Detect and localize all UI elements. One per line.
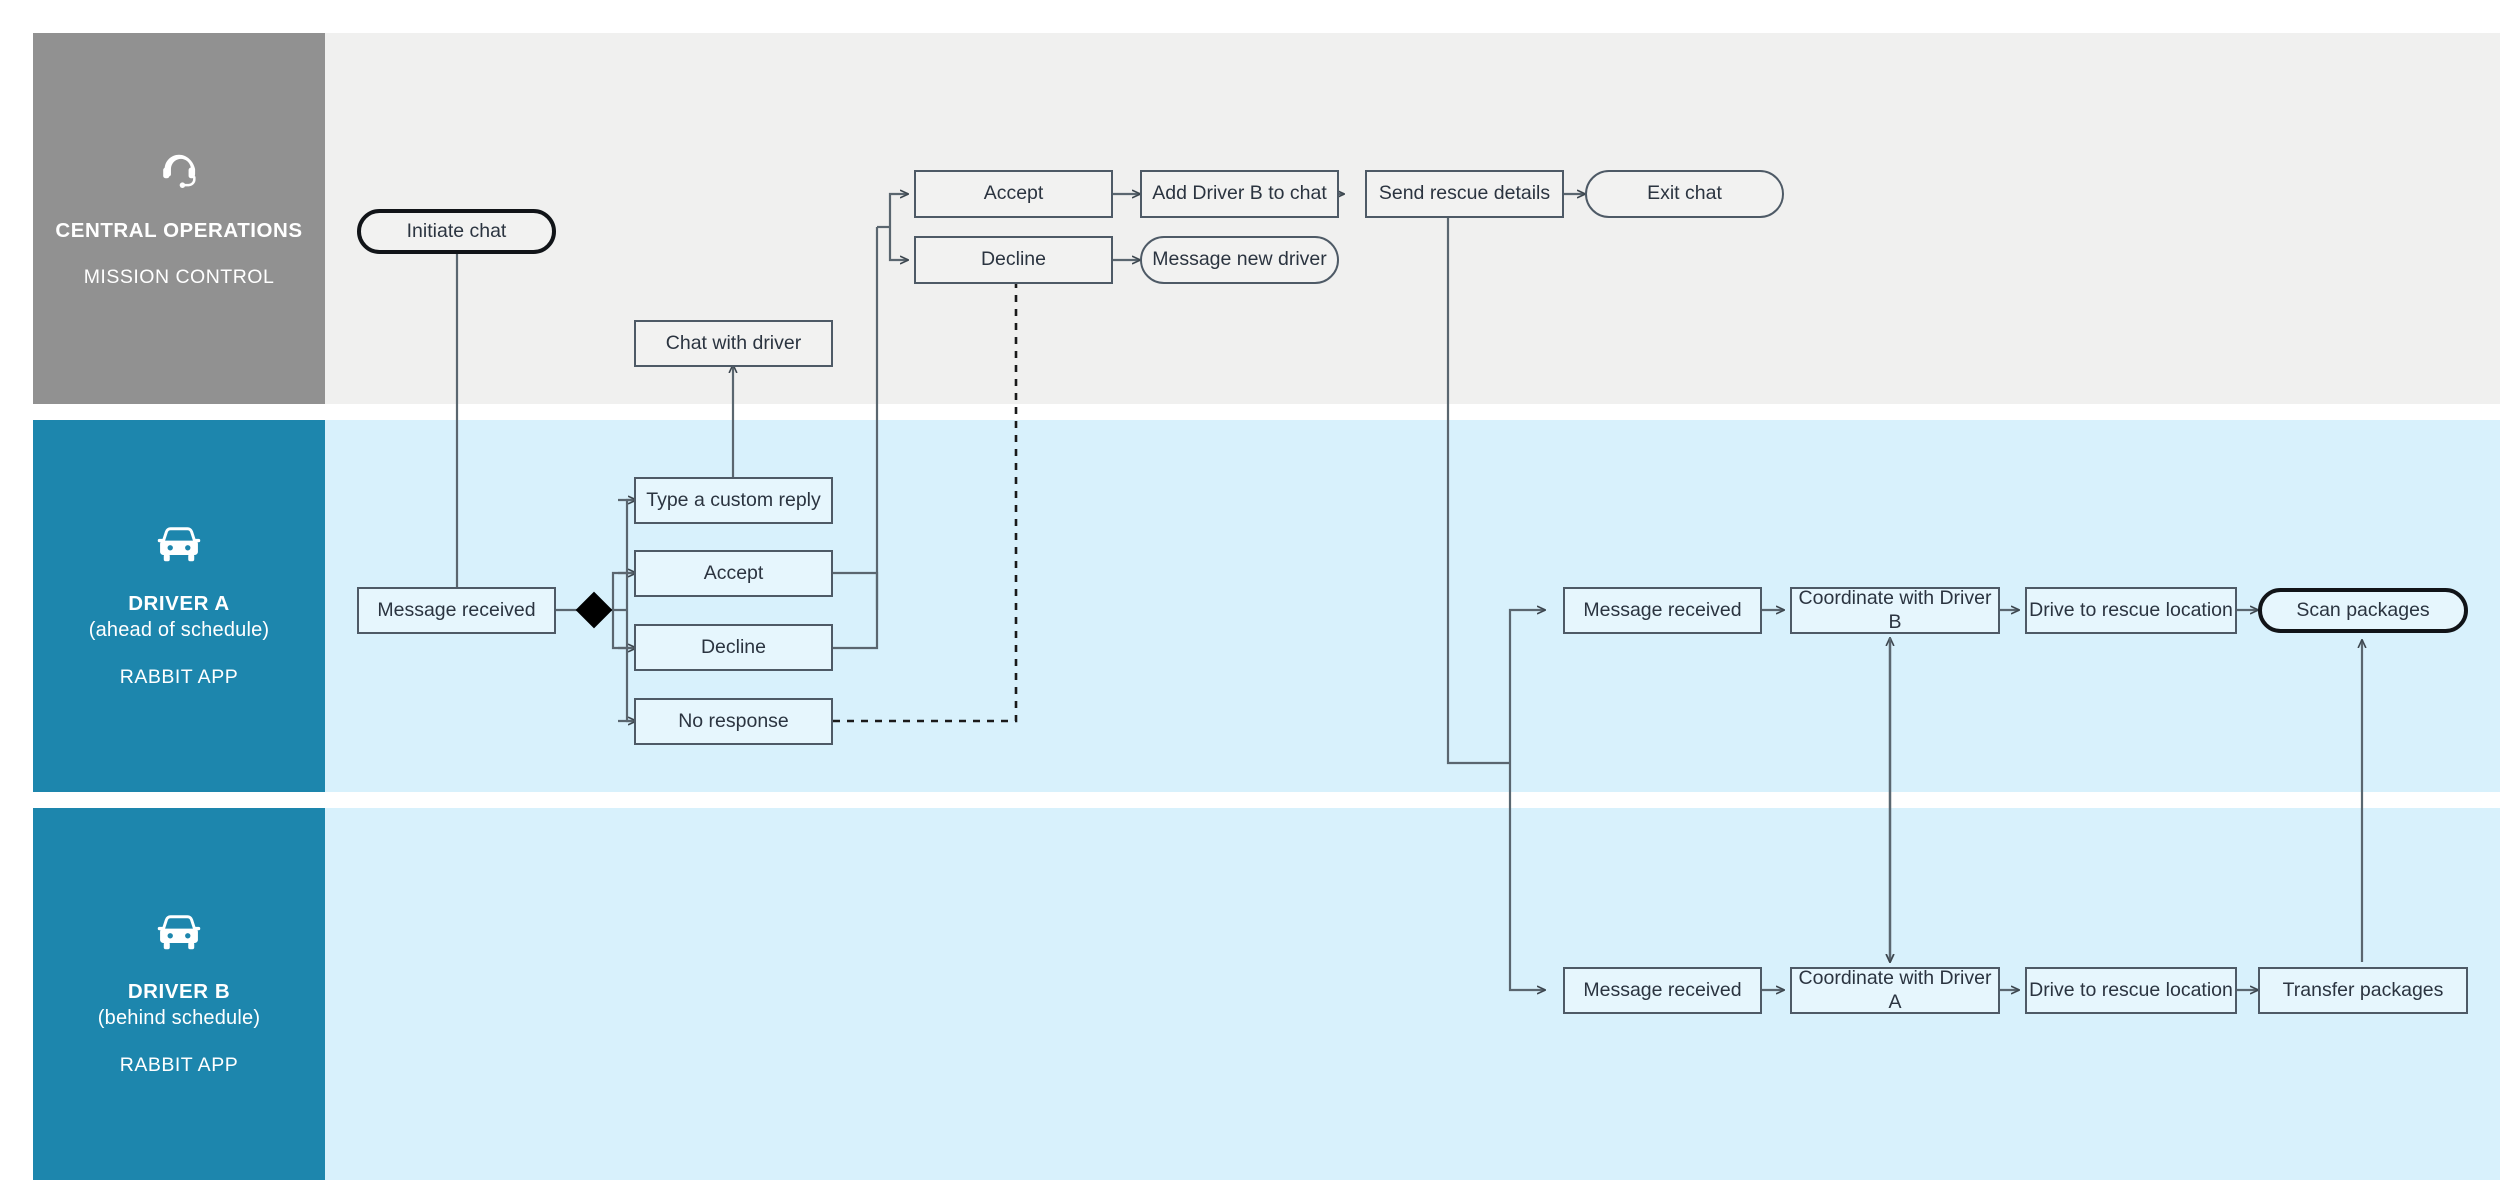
node-coordinate-with-driver-a[interactable]: Coordinate with Driver A [1790,967,2000,1014]
lane-subtitle: (behind schedule) [97,1007,261,1030]
node-chat-with-driver[interactable]: Chat with driver [634,320,833,367]
node-scan-packages[interactable]: Scan packages [2258,588,2468,633]
node-driver-a-message-received[interactable]: Message received [357,587,556,634]
node-send-rescue-details[interactable]: Send rescue details [1365,170,1564,218]
node-driver-a-accept[interactable]: Accept [634,550,833,597]
lane-app-label: RABBIT APP [119,1053,239,1076]
node-ops-accept[interactable]: Accept [914,170,1113,218]
lane-title: DRIVER B [127,980,231,1004]
node-driver-b-message-received[interactable]: Message received [1563,967,1762,1014]
node-driver-a-drive-to-rescue-location[interactable]: Drive to rescue location [2025,587,2237,634]
node-driver-b-drive-to-rescue-location[interactable]: Drive to rescue location [2025,967,2237,1014]
node-type-a-custom-reply[interactable]: Type a custom reply [634,477,833,524]
node-ops-decline[interactable]: Decline [914,236,1113,284]
lane-header-driver-b: DRIVER B (behind schedule) RABBIT APP [33,808,325,1180]
lane-app-label: RABBIT APP [119,665,239,688]
car-front-icon [155,523,203,572]
node-exit-chat[interactable]: Exit chat [1585,170,1784,218]
node-transfer-packages[interactable]: Transfer packages [2258,967,2468,1014]
node-driver-a-message-received-2[interactable]: Message received [1563,587,1762,634]
lane-header-driver-a: DRIVER A (ahead of schedule) RABBIT APP [33,420,325,792]
node-initiate-chat[interactable]: Initiate chat [357,209,556,254]
headset-icon [156,148,202,199]
node-driver-a-no-response[interactable]: No response [634,698,833,745]
node-message-new-driver[interactable]: Message new driver [1140,236,1339,284]
node-driver-a-decline[interactable]: Decline [634,624,833,671]
lane-header-central-operations: CENTRAL OPERATIONS MISSION CONTROL [33,33,325,404]
car-front-icon [155,911,203,960]
lane-app-label: MISSION CONTROL [83,266,275,289]
node-coordinate-with-driver-b[interactable]: Coordinate with Driver B [1790,587,2000,634]
lane-title: CENTRAL OPERATIONS [55,218,303,242]
lane-title: DRIVER A [128,592,230,616]
node-add-driver-b-to-chat[interactable]: Add Driver B to chat [1140,170,1339,218]
lane-subtitle: (ahead of schedule) [88,619,270,642]
